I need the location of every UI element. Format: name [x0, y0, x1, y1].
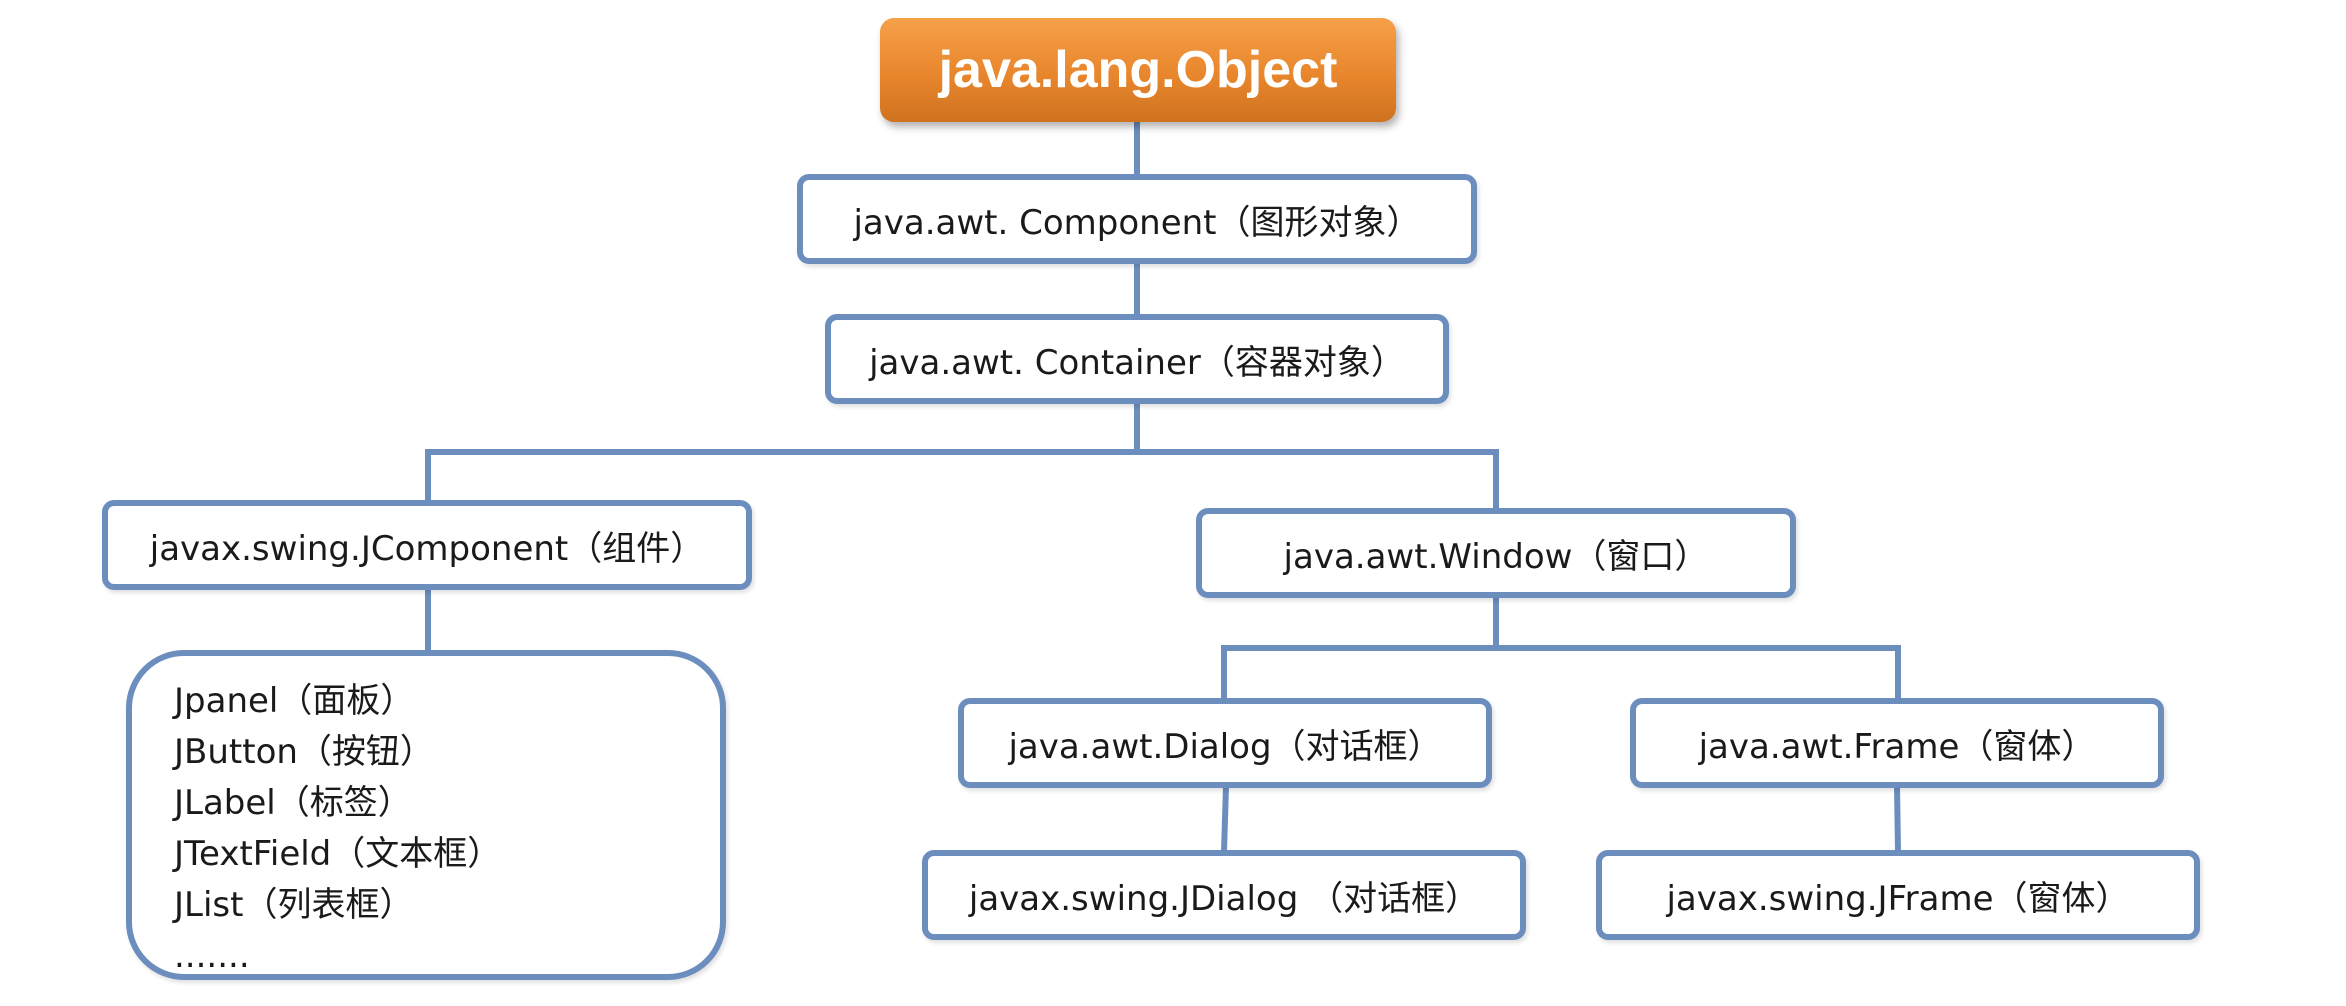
connector-frame-jframe [1893, 782, 1902, 856]
node-jframe-label: javax.swing.JFrame（窗体） [1666, 878, 2130, 919]
node-jdialog: javax.swing.JDialog （对话框） [922, 850, 1526, 940]
list-item: JTextField（文本框） [174, 834, 502, 874]
node-frame: java.awt.Frame（窗体） [1630, 698, 2164, 788]
list-item: JLabel（标签） [174, 783, 412, 823]
node-frame-label: java.awt.Frame（窗体） [1698, 726, 2096, 767]
node-jframe: javax.swing.JFrame（窗体） [1596, 850, 2200, 940]
node-component-label: java.awt. Component（图形对象） [853, 202, 1421, 243]
list-item: JButton（按钮） [174, 732, 434, 772]
node-container: java.awt. Container（容器对象） [825, 314, 1449, 404]
root-node-object: java.lang.Object [880, 18, 1396, 122]
node-jcomponent-label: javax.swing.JComponent（组件） [149, 528, 705, 569]
list-item: ....... [174, 936, 250, 976]
list-item: Jpanel（面板） [174, 681, 415, 721]
node-jcomponent: javax.swing.JComponent（组件） [102, 500, 752, 590]
node-container-label: java.awt. Container（容器对象） [869, 342, 1405, 383]
root-node-label: java.lang.Object [938, 41, 1338, 99]
node-window: java.awt.Window（窗口） [1196, 508, 1796, 598]
node-dialog: java.awt.Dialog（对话框） [958, 698, 1492, 788]
connector-dialog-jdialog [1220, 782, 1230, 856]
node-dialog-label: java.awt.Dialog（对话框） [1008, 726, 1442, 767]
list-item: JList（列表框） [174, 885, 414, 925]
node-window-label: java.awt.Window（窗口） [1283, 536, 1709, 577]
node-component: java.awt. Component（图形对象） [797, 174, 1477, 264]
swing-components-list: Jpanel（面板） JButton（按钮） JLabel（标签） JTextF… [126, 650, 726, 980]
node-jdialog-label: javax.swing.JDialog （对话框） [968, 878, 1480, 919]
